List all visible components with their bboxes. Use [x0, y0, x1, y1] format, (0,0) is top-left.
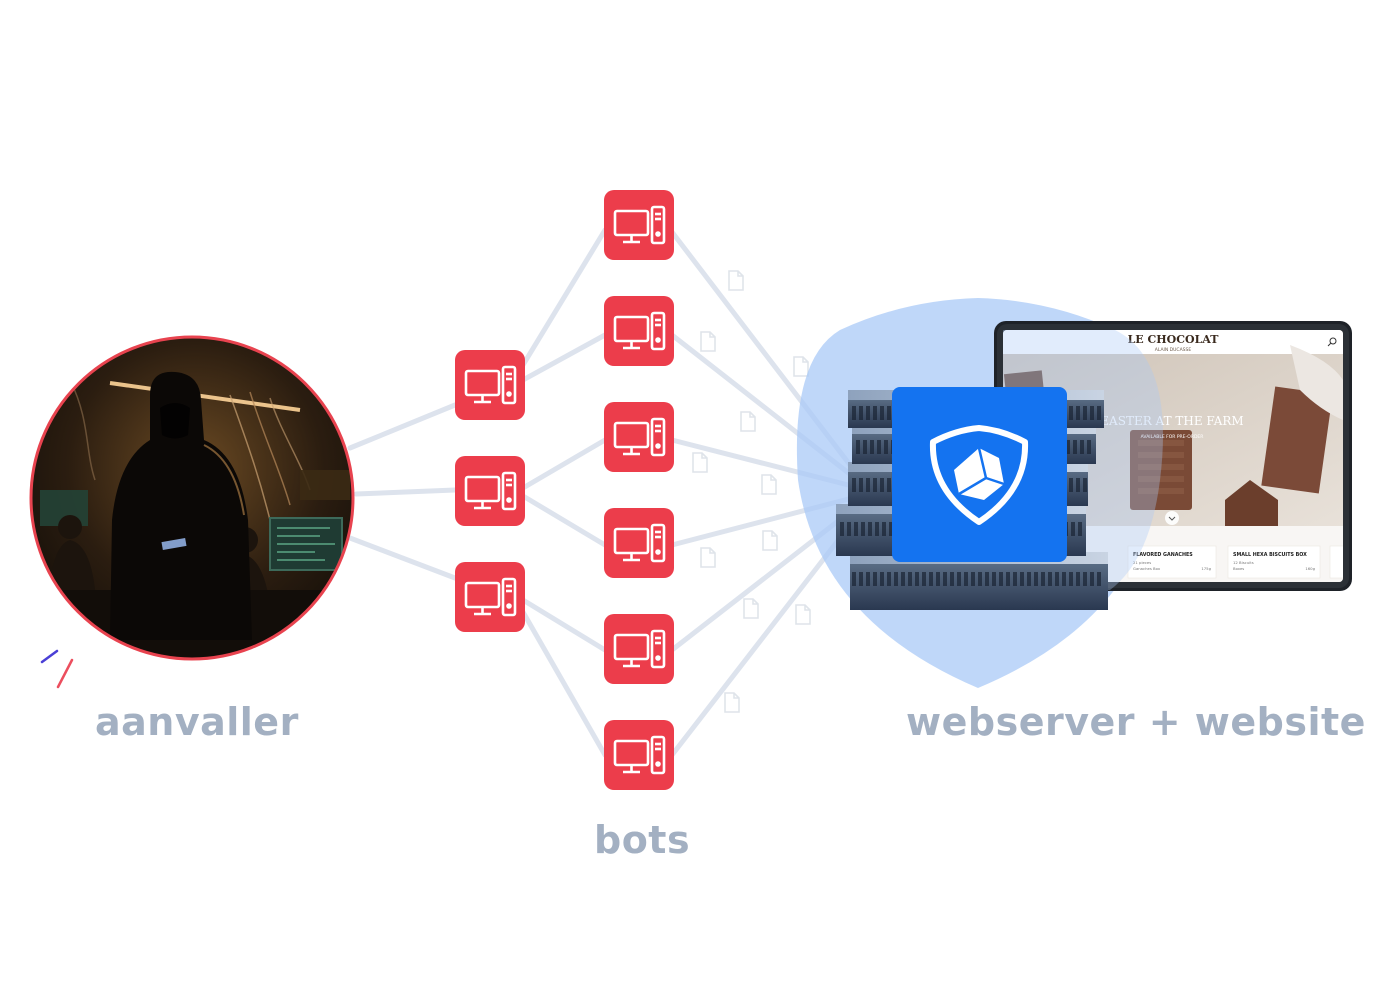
scroll-down-button[interactable]: [1165, 511, 1179, 525]
connection-line: [353, 487, 458, 497]
bot-node: [455, 350, 525, 420]
bot-node: [455, 456, 525, 526]
file-icon: [724, 692, 740, 713]
bot-node: [604, 296, 674, 366]
bot-node: [455, 562, 525, 632]
file-icon: [743, 598, 759, 619]
chevron-down-icon: [1168, 516, 1176, 521]
attacker-label: aanvaller: [95, 700, 299, 744]
website-hero-sub: AVAILABLE FOR PRE-ORDER: [1141, 434, 1204, 440]
computer-icon: [464, 577, 517, 617]
connection-line: [520, 597, 608, 653]
search-icon: [1327, 337, 1337, 347]
connection-line: [520, 493, 608, 548]
webserver-label: webserver + website: [906, 700, 1366, 744]
attacker-ring: [29, 335, 355, 661]
website-brand-sub: ALAIN DUCASSE: [1155, 347, 1192, 353]
connection-line: [520, 609, 608, 758]
connection-line: [520, 332, 608, 383]
product-name: FLAVORED GANACHES: [1133, 552, 1193, 558]
file-icon: [762, 530, 778, 551]
decorative-slashes: [40, 649, 74, 689]
computer-icon: [613, 735, 666, 775]
bot-node: [604, 402, 674, 472]
computer-icon: [613, 417, 666, 457]
protection-logo-tile: [892, 387, 1067, 562]
computer-icon: [464, 365, 517, 405]
product-price: 160g: [1305, 566, 1315, 571]
bot-nodes: [455, 190, 674, 790]
file-icon: [700, 547, 716, 568]
shield-logo-icon: [929, 425, 1029, 525]
webserver-group: LE CHOCOLAT ALAIN DUCASSE: [796, 298, 1352, 688]
attacker-photo: [29, 335, 355, 661]
connection-line: [347, 535, 458, 581]
product-name: SMALL HEXA BISCUITS BOX: [1233, 552, 1307, 558]
bot-node: [604, 614, 674, 684]
file-icon: [761, 474, 777, 495]
bot-node: [604, 720, 674, 790]
computer-icon: [613, 629, 666, 669]
product-detail: 21 pieces: [1133, 560, 1151, 565]
website-hero-title: EASTER AT THE FARM: [1100, 414, 1243, 428]
computer-icon: [613, 205, 666, 245]
product-detail: Ganaches Box: [1133, 566, 1161, 571]
file-icon: [795, 604, 811, 625]
computer-icon: [613, 523, 666, 563]
connection-line: [520, 227, 608, 368]
connection-line: [520, 437, 608, 491]
product-price: 175g: [1201, 566, 1211, 571]
file-icon: [700, 331, 716, 352]
file-icon: [793, 356, 809, 377]
computer-icon: [613, 311, 666, 351]
bots-label: bots: [594, 818, 691, 862]
product-detail: Boxes: [1233, 566, 1244, 571]
website-brand: LE CHOCOLAT: [1128, 333, 1220, 346]
connection-line: [347, 402, 458, 451]
bot-node: [604, 190, 674, 260]
file-icon: [740, 411, 756, 432]
product-detail: 12 Biscuits: [1233, 560, 1254, 565]
computer-icon: [464, 471, 517, 511]
file-icon: [728, 270, 744, 291]
bot-node: [604, 508, 674, 578]
packet-icons: [692, 270, 811, 713]
file-icon: [692, 452, 708, 473]
